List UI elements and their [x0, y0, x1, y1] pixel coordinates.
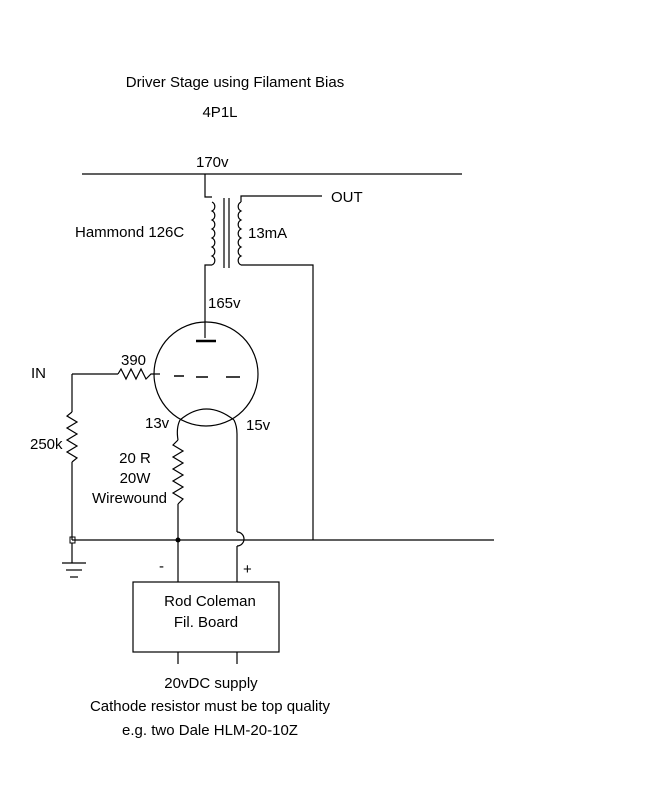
filament-board-box [132, 581, 280, 653]
output-transformer [210, 198, 243, 268]
tube-type-label: 4P1L [202, 104, 238, 121]
junction-dot [175, 537, 181, 543]
grid-stopper-resistor [117, 367, 160, 381]
filament-left-voltage-label: 13v [145, 415, 170, 432]
filament-left-lead [176, 419, 181, 441]
note-line2: e.g. two Dale HLM-20-10Z [122, 722, 298, 739]
tube-filament [179, 408, 235, 421]
plate-lead [204, 264, 212, 338]
cathode-resistor-power-label: 20W [119, 470, 151, 487]
primary-winding [210, 201, 216, 266]
plus-label: + [243, 561, 252, 578]
transformer-label: Hammond 126C [75, 224, 185, 241]
cathode-resistor [171, 439, 185, 505]
secondary-winding [237, 201, 243, 266]
wire-crossover-hop [236, 531, 245, 547]
board-label-line1: Rod Coleman [164, 593, 256, 610]
input-label: IN [31, 365, 46, 382]
filament-right-voltage-label: 15v [246, 417, 271, 434]
secondary-return-lead [241, 264, 314, 540]
ground-symbol [62, 543, 86, 578]
plate-voltage-label: 165v [208, 295, 241, 312]
minus-label: - [159, 558, 164, 575]
board-label-line2: Fil. Board [173, 614, 239, 631]
tube-envelope [153, 321, 259, 427]
grid-resistor-label: 390 [121, 352, 147, 369]
tube-grid [174, 375, 240, 378]
cathode-resistor-type-label: Wirewound [92, 490, 168, 507]
current-label: 13mA [248, 225, 288, 242]
output-label: OUT [331, 189, 363, 206]
primary-top-lead [204, 174, 212, 198]
note-line1: Cathode resistor must be top quality [89, 698, 331, 715]
filament-right-lead [233, 419, 238, 532]
grid-leak-resistor [65, 411, 79, 463]
b-plus-voltage-label: 170v [196, 154, 229, 171]
supply-label: 20vDC supply [164, 675, 258, 692]
output-lead [240, 195, 322, 202]
grid-leak-label: 250k [30, 436, 63, 453]
cathode-resistor-value-label: 20 R [119, 450, 151, 467]
diagram-title: Driver Stage using Filament Bias [125, 74, 345, 91]
